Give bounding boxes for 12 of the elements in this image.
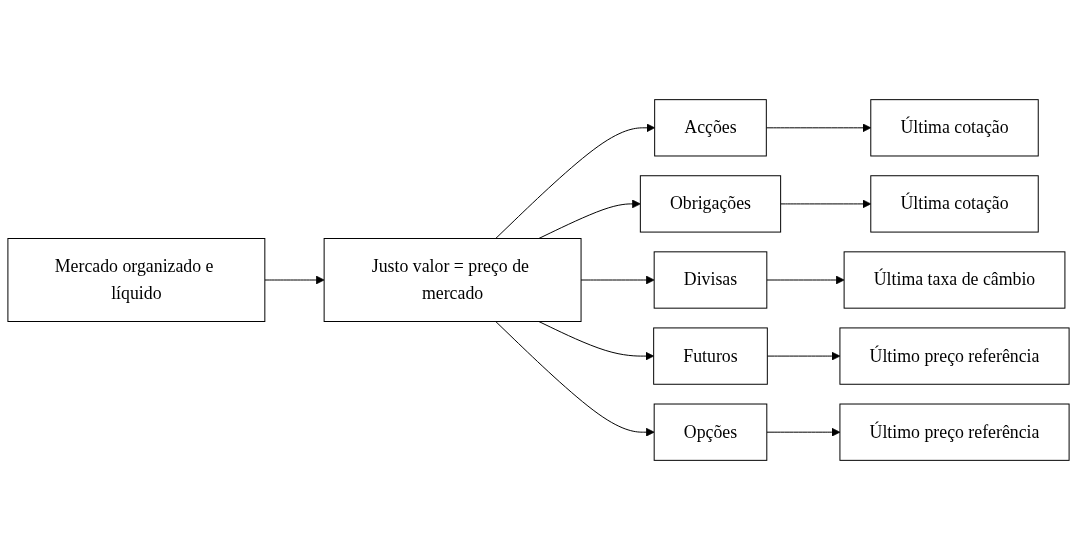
node-box: Opções	[653, 403, 768, 461]
node-box: Último preço referência	[839, 327, 1070, 385]
node-box: Último preço referência	[839, 403, 1070, 461]
node-box: Última taxa de câmbio	[843, 251, 1066, 309]
node-box: Divisas	[653, 251, 768, 309]
node-box: Última cotação	[870, 175, 1039, 233]
node-box: Última cotação	[870, 99, 1039, 157]
node-box: Obrigações	[639, 175, 782, 233]
node-box: Acções	[654, 99, 767, 157]
node-box: Justo valor = preço de mercado	[323, 238, 582, 322]
node-box: Futuros	[653, 327, 768, 385]
node-box: Mercado organizado e líquido	[7, 238, 266, 322]
